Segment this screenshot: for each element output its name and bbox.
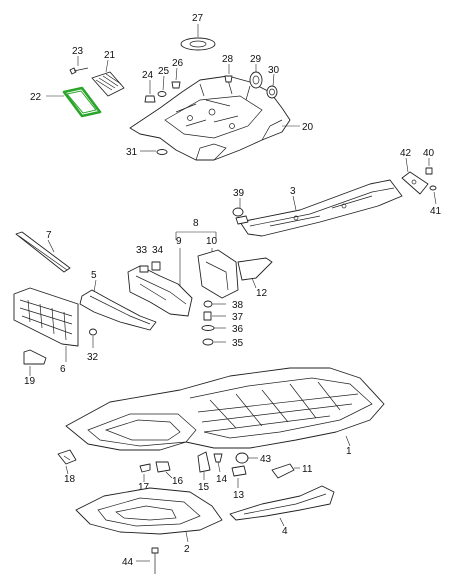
part-6-rear-panel[interactable] <box>13 287 79 347</box>
callout-39: 39 <box>233 188 245 199</box>
part-40-nut[interactable] <box>425 167 433 175</box>
callout-36: 36 <box>232 324 244 335</box>
part-9-bulkhead[interactable] <box>127 265 193 317</box>
part-15-bracket[interactable] <box>197 451 211 473</box>
callout-20: 20 <box>302 122 314 133</box>
callout-10: 10 <box>206 236 218 247</box>
part-35-nut[interactable] <box>202 338 214 346</box>
part-5-support[interactable] <box>79 289 157 331</box>
callout-24: 24 <box>142 70 154 81</box>
part-30-ring[interactable] <box>266 85 278 99</box>
part-10-panel[interactable] <box>197 249 239 299</box>
callout-11: 11 <box>302 464 313 475</box>
callout-22: 22 <box>30 92 42 103</box>
part-31-grommet[interactable] <box>156 149 168 155</box>
part-38-bolt[interactable] <box>203 300 213 308</box>
part-26-clip[interactable] <box>171 81 181 89</box>
part-43-plug[interactable] <box>235 452 249 464</box>
part-23-screw[interactable] <box>69 67 89 75</box>
callout-4: 4 <box>282 526 288 537</box>
part-21-vent-grille[interactable] <box>91 71 125 97</box>
part-33-nut[interactable] <box>139 265 149 273</box>
callout-29: 29 <box>250 54 262 65</box>
callout-6: 6 <box>60 364 66 375</box>
part-36-washer[interactable] <box>201 325 215 331</box>
part-37-spacer[interactable] <box>203 311 212 321</box>
part-16-bracket[interactable] <box>155 461 171 473</box>
part-27-grommet[interactable] <box>180 37 216 51</box>
part-28-clip[interactable] <box>224 75 233 83</box>
part-42-cover-plate[interactable] <box>401 171 429 195</box>
callout-25: 25 <box>158 66 170 77</box>
callout-15: 15 <box>198 482 210 493</box>
part-41-washer[interactable] <box>429 185 437 191</box>
part-17-clip[interactable] <box>139 463 151 473</box>
part-20-front-floor[interactable] <box>129 75 291 161</box>
callout-44: 44 <box>122 557 134 568</box>
part-13-bracket[interactable] <box>231 465 247 477</box>
part-19-bracket[interactable] <box>23 349 47 365</box>
callout-9: 9 <box>176 236 182 247</box>
callout-27: 27 <box>192 13 204 24</box>
callout-43: 43 <box>260 454 272 465</box>
part-4-sill-panel[interactable] <box>229 485 335 521</box>
callout-17: 17 <box>138 482 150 493</box>
callout-7: 7 <box>46 230 52 241</box>
callout-33: 33 <box>136 245 148 256</box>
callout-3: 3 <box>290 186 296 197</box>
callout-14: 14 <box>216 474 228 485</box>
callout-38: 38 <box>232 300 244 311</box>
callout-18: 18 <box>64 474 76 485</box>
part-25-nut[interactable] <box>157 91 167 97</box>
callout-41: 41 <box>430 206 442 217</box>
part-14-clip[interactable] <box>213 453 223 463</box>
part-22-gasket[interactable] <box>62 86 102 118</box>
callout-37: 37 <box>232 312 244 323</box>
part-12-bracket[interactable] <box>237 257 273 281</box>
callout-34: 34 <box>152 245 164 256</box>
callout-30: 30 <box>268 65 280 76</box>
callout-28: 28 <box>222 54 234 65</box>
callout-19: 19 <box>24 376 36 387</box>
part-7-cross-member[interactable] <box>15 231 71 273</box>
callout-1: 1 <box>346 446 352 457</box>
part-3-center-tunnel[interactable] <box>239 179 403 237</box>
part-2-front-panel[interactable] <box>75 487 223 535</box>
part-44-bolt[interactable] <box>151 547 159 574</box>
callout-8: 8 <box>193 218 199 229</box>
callout-13: 13 <box>233 490 245 501</box>
part-18-bracket[interactable] <box>57 449 77 465</box>
callout-26: 26 <box>172 58 184 69</box>
callout-40: 40 <box>423 148 435 159</box>
callout-21: 21 <box>104 50 116 61</box>
callout-23: 23 <box>72 46 84 57</box>
part-34-nut[interactable] <box>151 261 161 271</box>
callout-32: 32 <box>87 352 99 363</box>
callout-12: 12 <box>256 288 268 299</box>
part-29-plug[interactable] <box>249 71 263 89</box>
part-1-floor-pan[interactable] <box>65 367 385 451</box>
callout-2: 2 <box>184 544 190 555</box>
part-39-bushing[interactable] <box>232 207 249 225</box>
callout-42: 42 <box>400 148 412 159</box>
callout-16: 16 <box>172 476 184 487</box>
part-24-fastener[interactable] <box>144 95 156 103</box>
callout-5: 5 <box>91 270 97 281</box>
callout-35: 35 <box>232 338 244 349</box>
callout-31: 31 <box>126 147 138 158</box>
part-32-grommet[interactable] <box>89 328 97 336</box>
part-11-bracket[interactable] <box>271 463 295 479</box>
